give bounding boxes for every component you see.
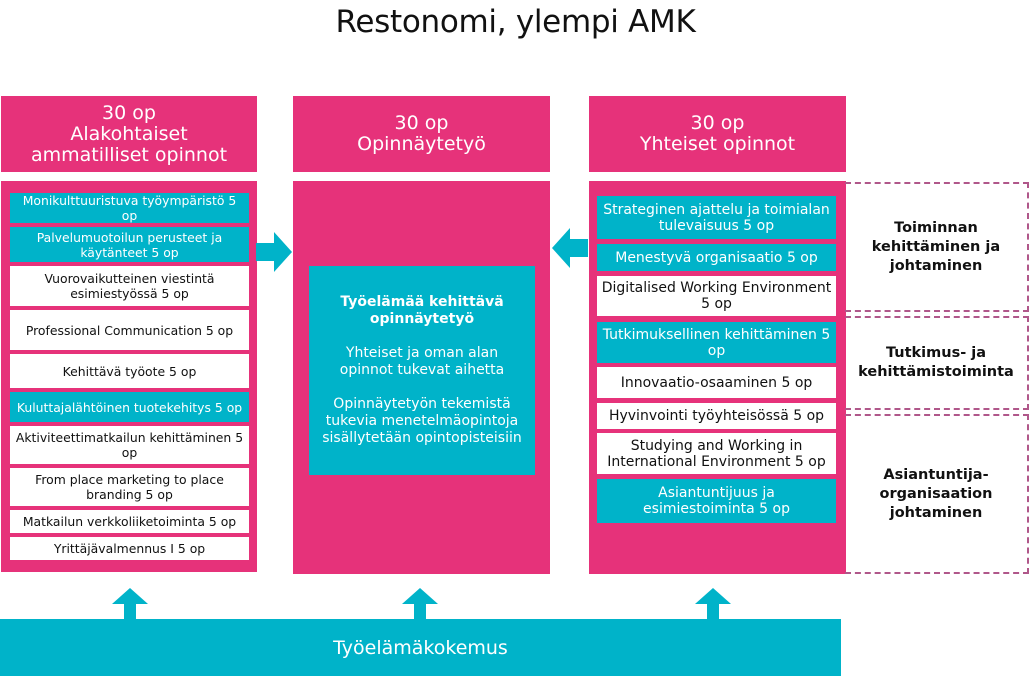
course-item: Matkailun verkkoliiketoiminta 5 op [10, 510, 249, 533]
course-item: Aktiviteettimatkailun kehittäminen 5 op [10, 426, 249, 464]
column-heading-line: Alakohtaiset [70, 122, 188, 145]
arrow-left-icon [552, 228, 588, 268]
column-header-common: 30 op Yhteiset opinnot [589, 96, 846, 172]
page-title: Restonomi, ylempi AMK [335, 4, 696, 40]
course-item: Digitalised Working Environment 5 op [597, 276, 836, 316]
course-item: Menestyvä organisaatio 5 op [597, 244, 836, 271]
column-body-thesis: Työelämää kehittävä opinnäytetyö Yhteise… [293, 181, 550, 574]
course-item: From place marketing to place branding 5… [10, 468, 249, 506]
course-item: Professional Communication 5 op [10, 310, 249, 350]
column-credits: 30 op [394, 112, 449, 134]
thesis-description-box: Työelämää kehittävä opinnäytetyö Yhteise… [309, 266, 535, 475]
thesis-box-heading: Työelämää kehittävä opinnäytetyö [340, 294, 504, 327]
work-experience-label: Työelämäkokemus [333, 636, 508, 659]
column-credits: 30 op [690, 112, 745, 134]
thesis-box-paragraph: Opinnäytetyön tekemistä tukevia menetelm… [322, 396, 522, 446]
course-item: Studying and Working in International En… [597, 433, 836, 474]
course-item: Kuluttajalähtöinen tuotekehitys 5 op [10, 392, 249, 422]
course-item: Strateginen ajattelu ja toimialan tuleva… [597, 196, 836, 239]
side-group-research-development: Tutkimus- ja kehittämistoiminta [845, 316, 1029, 410]
course-item: Vuorovaikutteinen viestintä esimiestyöss… [10, 266, 249, 306]
arrow-up-icon [112, 588, 148, 620]
column-heading-line: Opinnäytetyö [357, 133, 486, 155]
work-experience-bar: Työelämäkokemus [0, 619, 841, 676]
side-group-expert-organisation: Asiantuntija-organisaation johtaminen [845, 414, 1029, 574]
course-item: Yrittäjävalmennus I 5 op [10, 537, 249, 560]
course-item: Asiantuntijuus ja esimiestoiminta 5 op [597, 479, 836, 523]
arrow-right-icon [256, 232, 292, 272]
course-item: Innovaatio-osaaminen 5 op [597, 367, 836, 398]
side-group-label: Asiantuntija-organisaation johtaminen [879, 466, 993, 521]
column-body-common: Strateginen ajattelu ja toimialan tuleva… [589, 181, 846, 574]
column-heading-line: Yhteiset opinnot [639, 133, 796, 155]
column-header-thesis: 30 op Opinnäytetyö [293, 96, 550, 172]
arrow-up-icon [695, 588, 731, 620]
thesis-box-paragraph: Yhteiset ja oman alan opinnot tukevat ai… [339, 345, 505, 378]
column-credits: 30 op [102, 101, 156, 124]
course-item: Palvelumuotoilun perusteet ja käytänteet… [10, 227, 249, 262]
course-item: Monikulttuuristuva työympäristö 5 op [10, 193, 249, 223]
course-item: Kehittävä työote 5 op [10, 354, 249, 388]
arrow-up-icon [402, 588, 438, 620]
side-group-operations-development: Toiminnan kehittäminen ja johtaminen [845, 182, 1029, 312]
course-item: Tutkimuksellinen kehittäminen 5 op [597, 322, 836, 363]
side-group-label: Toiminnan kehittäminen ja johtaminen [871, 219, 1001, 274]
course-item: Hyvinvointi työyhteisössä 5 op [597, 403, 836, 429]
column-heading-line: ammatilliset opinnot [30, 143, 228, 166]
side-group-label: Tutkimus- ja kehittämistoiminta [858, 345, 1014, 380]
column-body-specialization: Monikulttuuristuva työympäristö 5 op Pal… [1, 181, 257, 572]
column-header-specialization: 30 op Alakohtaiset ammatilliset opinnot [1, 96, 257, 172]
